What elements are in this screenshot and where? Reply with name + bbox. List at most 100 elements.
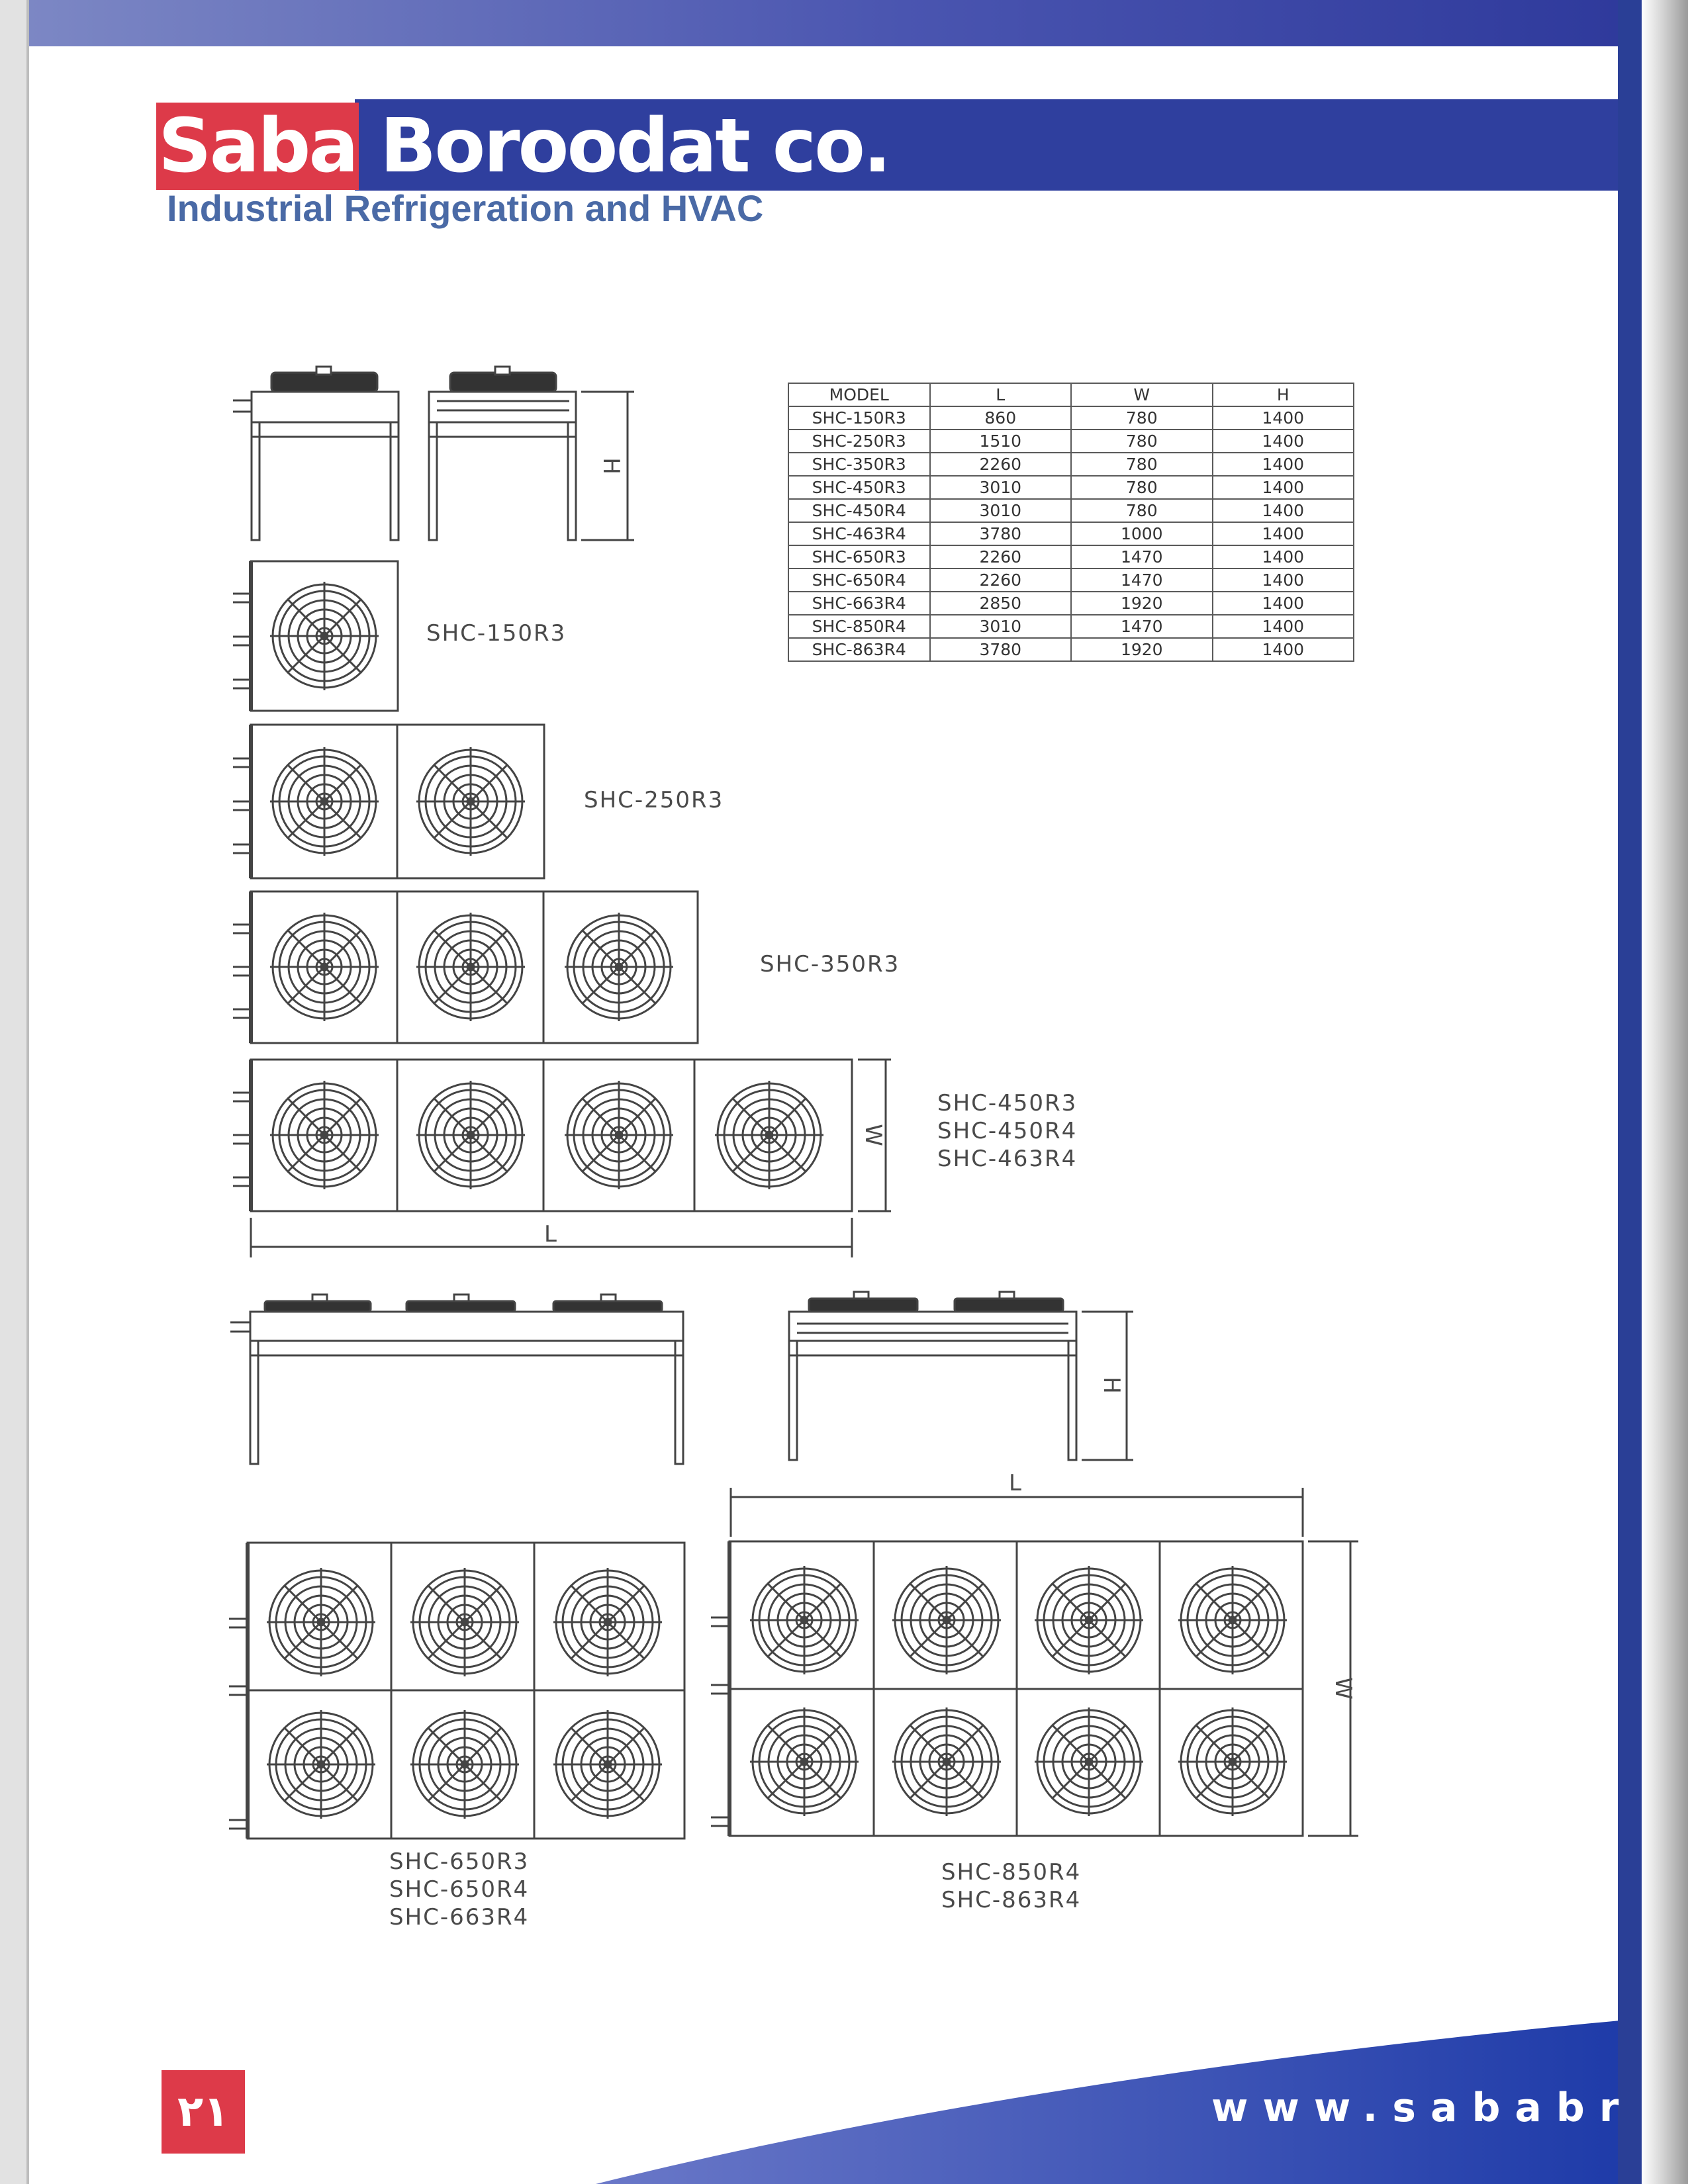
model-label-350: SHC-350R3 (760, 951, 900, 978)
dim-h-label-bottom: H (1098, 1377, 1125, 1394)
model-label-650r3: SHC-650R3 (389, 1848, 530, 1875)
dim-w-label-450: W (859, 1124, 886, 1146)
cell-model: SHC-650R4 (788, 568, 931, 592)
cell-model: SHC-850R4 (788, 614, 931, 639)
header-band (355, 99, 1619, 191)
model-label-863r4: SHC-863R4 (941, 1887, 1082, 1913)
dim-l-label-450: L (544, 1221, 557, 1248)
cell-l: 3010 (929, 614, 1072, 639)
cell-model: SHC-663R4 (788, 591, 931, 615)
cell-l: 3780 (929, 522, 1072, 546)
cell-l: 2260 (929, 545, 1072, 569)
dimension-850 (729, 1488, 1358, 1837)
header-h: H (1211, 383, 1354, 407)
right-page-edge (1642, 0, 1688, 2184)
cell-model: SHC-150R3 (788, 406, 931, 430)
side-elevation-150 (233, 365, 400, 541)
model-label-250: SHC-250R3 (584, 787, 724, 813)
cell-model: SHC-450R3 (788, 475, 931, 500)
brand-tagline: Industrial Refrigeration and HVAC (167, 187, 764, 229)
cell-model: SHC-450R4 (788, 498, 931, 523)
right-blue-strip (1618, 0, 1642, 2184)
cell-l: 3010 (929, 498, 1072, 523)
model-label-463r4: SHC-463R4 (937, 1146, 1078, 1172)
cell-h: 1400 (1211, 498, 1354, 523)
table-header-row: MODEL L W H (788, 383, 1354, 407)
dim-l-label-850: L (1009, 1470, 1021, 1496)
cell-w: 780 (1070, 452, 1213, 477)
cell-model: SHC-463R4 (788, 522, 931, 546)
model-label-663r4: SHC-663R4 (389, 1904, 530, 1931)
brand-name-part2: Boroodat co. (380, 103, 892, 189)
model-label-150: SHC-150R3 (426, 620, 567, 647)
side-elevation-650 (230, 1293, 684, 1465)
cell-h: 1400 (1211, 591, 1354, 615)
cell-h: 1400 (1211, 475, 1354, 500)
website-url: www.sababr (1211, 2085, 1634, 2131)
plan-view-350 (233, 890, 699, 1044)
plan-view-450 (233, 1058, 853, 1212)
brand-logo-saba: Saba (156, 103, 359, 190)
front-elevation-850 (788, 1291, 1133, 1461)
cell-model: SHC-350R3 (788, 452, 931, 477)
cell-w: 780 (1070, 429, 1213, 453)
plan-view-150 (233, 560, 399, 712)
cell-l: 3780 (929, 637, 1072, 662)
left-page-edge-line (26, 0, 29, 2184)
cell-l: 1510 (929, 429, 1072, 453)
header-w: W (1070, 383, 1213, 407)
cell-h: 1400 (1211, 614, 1354, 639)
cell-w: 1470 (1070, 614, 1213, 639)
cell-l: 3010 (929, 475, 1072, 500)
cell-w: 1470 (1070, 545, 1213, 569)
cell-model: SHC-250R3 (788, 429, 931, 453)
page-number-text: ۲۱ (177, 2087, 230, 2136)
cell-l: 2260 (929, 568, 1072, 592)
cell-w: 1920 (1070, 591, 1213, 615)
cell-h: 1400 (1211, 545, 1354, 569)
brand-name-part1: Saba (158, 103, 359, 189)
cell-model: SHC-650R3 (788, 545, 931, 569)
model-label-450r3: SHC-450R3 (937, 1090, 1078, 1116)
cell-w: 1470 (1070, 568, 1213, 592)
model-label-850r4: SHC-850R4 (941, 1859, 1082, 1886)
plan-view-250 (233, 723, 545, 880)
cell-l: 860 (929, 406, 1072, 430)
top-band (29, 0, 1618, 46)
cell-h: 1400 (1211, 568, 1354, 592)
cell-l: 2850 (929, 591, 1072, 615)
cell-h: 1400 (1211, 452, 1354, 477)
dim-h-label-top: H (597, 457, 624, 475)
model-label-650r4: SHC-650R4 (389, 1876, 530, 1903)
plan-view-650 (229, 1541, 686, 1840)
cell-h: 1400 (1211, 406, 1354, 430)
page-number: ۲۱ (162, 2070, 245, 2154)
brand-logo-boroodat: Boroodat co. (368, 103, 892, 190)
cell-w: 780 (1070, 475, 1213, 500)
cell-w: 780 (1070, 498, 1213, 523)
dim-w-label-850: W (1329, 1677, 1356, 1700)
cell-h: 1400 (1211, 637, 1354, 662)
header-l: L (929, 383, 1072, 407)
cell-h: 1400 (1211, 522, 1354, 546)
cell-l: 2260 (929, 452, 1072, 477)
header-model: MODEL (788, 383, 931, 407)
cell-h: 1400 (1211, 429, 1354, 453)
cell-w: 1920 (1070, 637, 1213, 662)
bottom-swoosh (596, 2019, 1642, 2184)
model-label-450r4: SHC-450R4 (937, 1118, 1078, 1144)
